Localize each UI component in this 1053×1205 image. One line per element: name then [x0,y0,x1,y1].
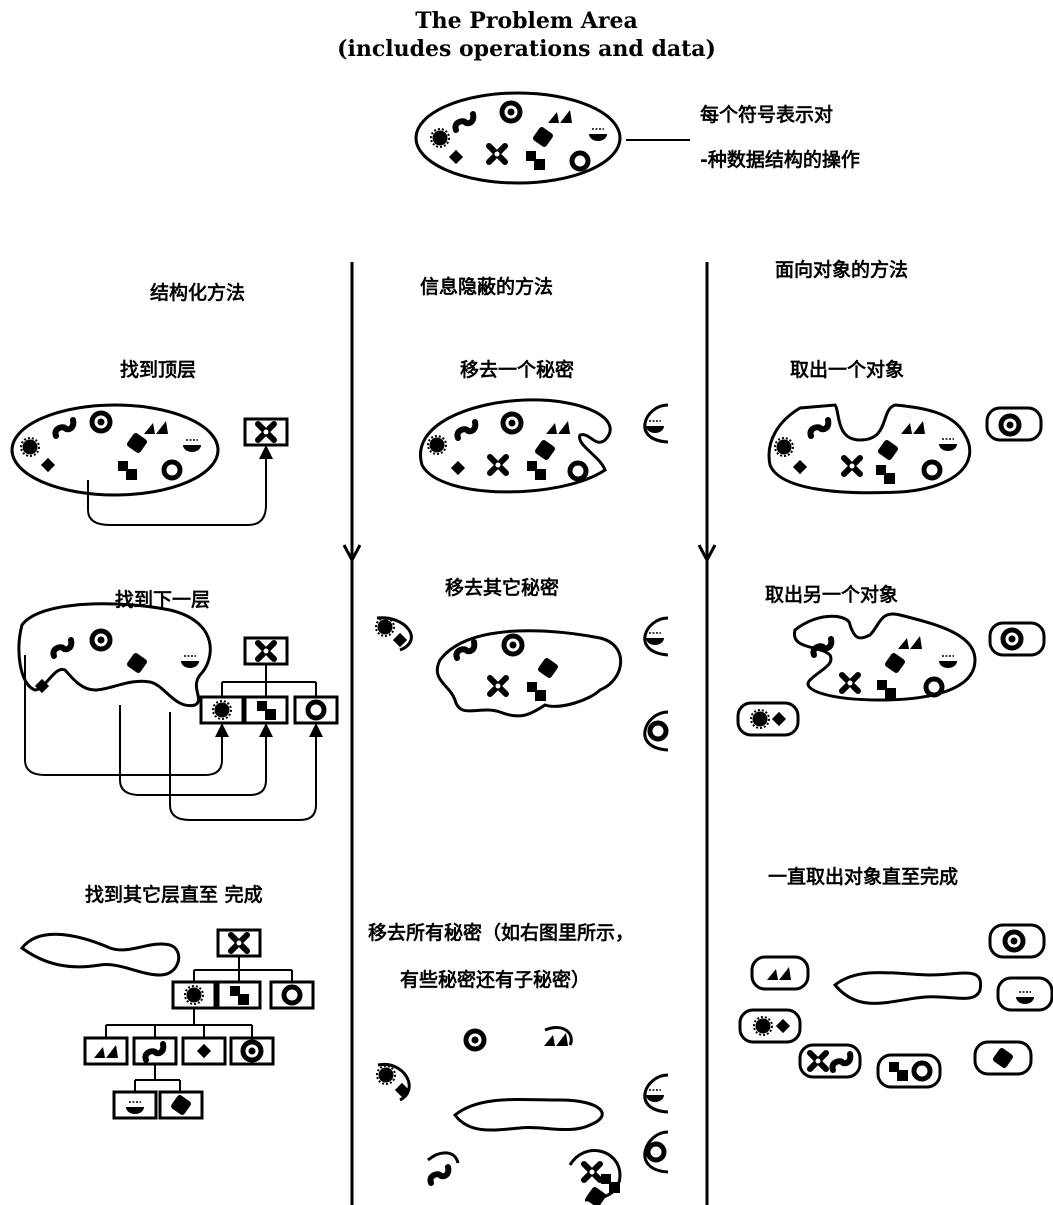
problem-area-ellipse [414,91,622,185]
structured-step-1: 找到顶层 [120,359,197,381]
structured-row3 [19,928,315,1120]
legend-text-line1: 每个符号表示对 [700,104,834,126]
diagram-title: The Problem Area [415,8,638,34]
structured-method-heading: 结构化方法 [150,282,246,304]
structured-row1 [10,403,289,526]
diagram-subtitle: (includes operations and data) [337,36,716,62]
object-oriented-method-heading: 面向对象的方法 [775,259,909,281]
object-step-3: 一直取出对象直至完成 [768,866,959,888]
object-row3 [738,923,1053,1089]
structured-row2 [17,602,339,821]
info-hiding-row1 [418,398,669,494]
info-hiding-step-3: 移去所有秘密（如右图里所示， [368,922,635,944]
info-hiding-row2 [375,616,668,752]
legend-text-line2: -种数据结构的操作 [700,149,860,171]
info-hiding-row3 [376,1026,669,1205]
object-step-1: 取出一个对象 [790,359,905,381]
info-hiding-step-3b: 有些秘密还有子秘密） [400,969,591,991]
info-hiding-method-heading: 信息隐蔽的方法 [420,276,554,298]
structured-step-3: 找到其它层直至 完成 [85,884,263,906]
info-hiding-step-1: 移去一个秘密 [460,359,575,381]
object-row1 [767,403,1043,495]
object-step-2: 取出另一个对象 [765,584,899,606]
info-hiding-step-2: 移去其它秘密 [445,577,560,599]
object-row2 [736,612,1046,737]
